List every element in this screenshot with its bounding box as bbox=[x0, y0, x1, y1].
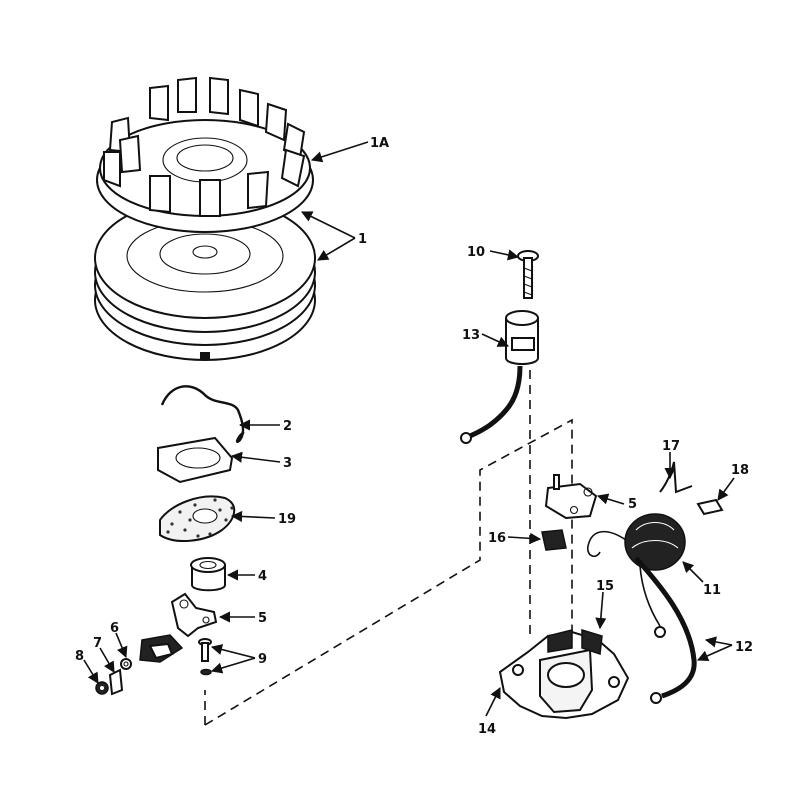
nut bbox=[95, 681, 109, 695]
label-12: 12 bbox=[735, 640, 753, 655]
ground-lead bbox=[634, 556, 697, 704]
label-9: 9 bbox=[258, 652, 267, 667]
label-15: 15 bbox=[596, 579, 614, 594]
flywheel bbox=[94, 197, 316, 361]
label-13: 13 bbox=[462, 328, 480, 343]
label-1: 1 bbox=[358, 232, 367, 247]
washer bbox=[120, 658, 132, 670]
fan-cover bbox=[96, 76, 314, 233]
label-2: 2 bbox=[283, 419, 292, 434]
label-1a: 1A bbox=[370, 136, 389, 151]
bushing bbox=[190, 557, 226, 592]
label-17: 17 bbox=[662, 439, 680, 454]
label-7: 7 bbox=[93, 636, 102, 651]
label-4: 4 bbox=[258, 569, 267, 584]
label-19: 19 bbox=[278, 512, 296, 527]
ignition-coil bbox=[586, 513, 686, 638]
label-11: 11 bbox=[703, 583, 721, 598]
bracket-right bbox=[544, 474, 598, 520]
clip bbox=[108, 668, 124, 696]
leader-lines bbox=[83, 141, 735, 717]
pad bbox=[696, 498, 724, 516]
label-5-left: 5 bbox=[258, 611, 267, 626]
label-6: 6 bbox=[110, 621, 119, 636]
label-16: 16 bbox=[488, 531, 506, 546]
screw-10 bbox=[517, 250, 539, 299]
label-14: 14 bbox=[478, 722, 496, 737]
condenser bbox=[460, 310, 539, 444]
felt-seal bbox=[159, 495, 236, 542]
gasket bbox=[157, 436, 234, 484]
label-10: 10 bbox=[467, 245, 485, 260]
breaker-points bbox=[139, 634, 184, 663]
label-5-right: 5 bbox=[628, 497, 637, 512]
screw-and-washer bbox=[198, 638, 212, 676]
spring-clip bbox=[160, 385, 245, 444]
mounting-plate bbox=[498, 628, 630, 720]
terminal-block bbox=[541, 529, 567, 551]
cam-bracket bbox=[170, 592, 218, 638]
label-3: 3 bbox=[283, 456, 292, 471]
label-18: 18 bbox=[731, 463, 749, 478]
wire-clip bbox=[659, 461, 693, 494]
label-8: 8 bbox=[75, 649, 84, 664]
